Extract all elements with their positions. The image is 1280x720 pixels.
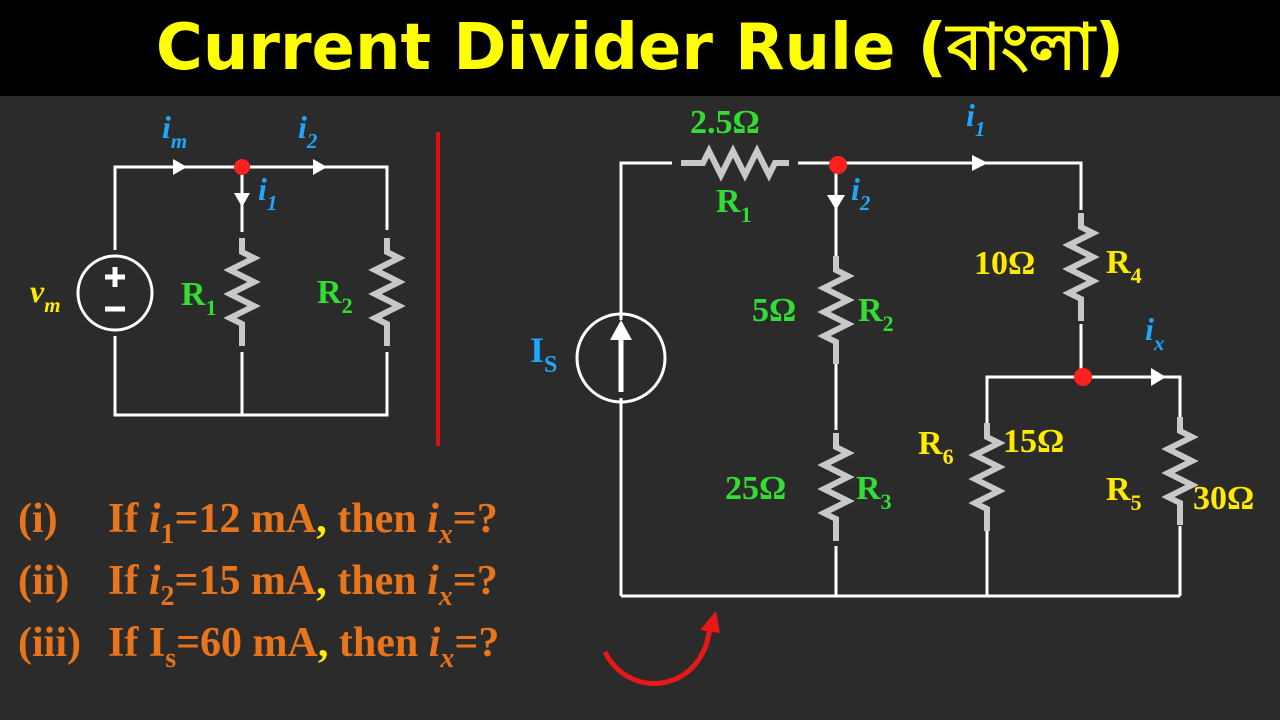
right-label-r5: R5 [1106,471,1142,515]
left-wire-top [113,165,389,250]
left-arrow-i1-icon [234,193,250,207]
right-label-r2: R2 [858,292,894,336]
right-wire-left [619,161,672,320]
right-value-r2: 5Ω [752,292,796,329]
left-label-i2: i2 [298,109,318,153]
left-r2-resistor [375,238,399,346]
question-1: (i)If i1=12 mA, then ix=? [18,496,498,550]
right-label-r1: R1 [716,183,752,227]
curved-arrow-icon [602,611,720,686]
right-r1-resistor [681,151,789,175]
right-wire-top [798,161,1083,210]
right-circuit: IS i1 i2 ix 2.5Ω R1 5Ω R2 25Ω R3 10Ω R4 … [530,97,1254,598]
right-value-r1: 2.5Ω [690,104,760,141]
question-3: (iii)If Is=60 mA, then ix=? [18,620,499,674]
right-value-r5: 30Ω [1193,480,1254,517]
right-value-r4: 10Ω [974,245,1035,282]
left-label-r1: R1 [181,276,217,320]
right-label-i1: i1 [966,97,985,141]
question-2: (ii)If i2=15 mA, then ix=? [18,558,498,612]
left-arrow-i2-icon [313,159,327,175]
right-arrow-i2-icon [827,195,845,210]
left-circuit: vm im i2 i1 R1 R2 [30,109,399,417]
left-label-im: im [162,109,187,153]
right-r3-resistor [824,433,848,541]
right-r5-resistor [1168,417,1192,525]
current-source-icon [575,312,667,404]
right-label-is: IS [530,330,557,378]
left-r1-resistor [230,238,254,346]
right-arrow-i1-icon [972,155,988,171]
right-value-r6: 15Ω [1003,423,1064,460]
right-arrow-ix-icon [1151,368,1166,386]
left-wire-bottom [113,336,389,417]
left-label-i1: i1 [258,171,277,215]
right-label-ix: ix [1145,311,1164,355]
questions: (i)If i1=12 mA, then ix=? (ii)If i2=15 m… [18,496,499,674]
right-label-i2: i2 [851,171,871,215]
right-r6-resistor [975,423,999,531]
left-label-r2: R2 [317,274,353,318]
right-label-r3: R3 [856,470,892,514]
right-node-lower-dot [1074,368,1092,386]
title-banner: Current Divider Rule (বাংলা) [0,0,1280,96]
left-node-dot [234,159,250,175]
right-r4-resistor [1069,213,1093,321]
right-r2-resistor [824,256,848,364]
voltage-source-icon [76,254,154,332]
right-node-top-dot [829,156,847,174]
page-title: Current Divider Rule (বাংলা) [155,11,1125,85]
left-arrow-im-icon [173,159,187,175]
left-label-vm: vm [30,273,61,317]
right-label-r6: R6 [918,425,954,469]
right-value-r3: 25Ω [725,470,786,507]
right-label-r4: R4 [1106,244,1142,288]
